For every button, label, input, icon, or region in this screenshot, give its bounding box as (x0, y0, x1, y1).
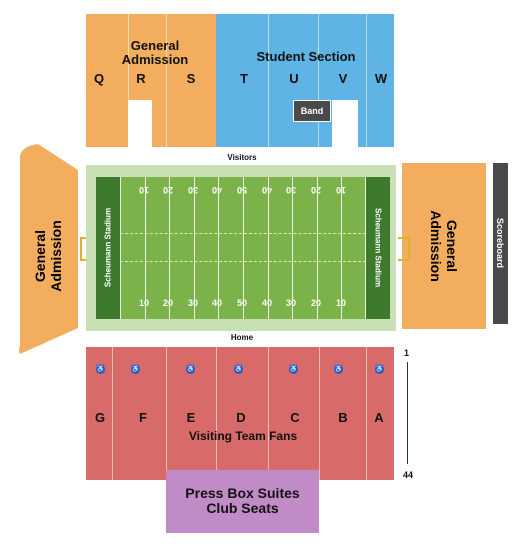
wheelchair-icon: ♿ (96, 365, 105, 374)
wheelchair-icon: ♿ (289, 365, 298, 374)
yard-number-top: 30 (188, 185, 199, 195)
yard-number-bottom: 10 (336, 298, 347, 308)
field-grass (120, 177, 366, 319)
yard-number-bottom: 50 (237, 298, 248, 308)
yard-number-top: 30 (286, 185, 297, 195)
section-f-label[interactable]: F (139, 410, 147, 425)
section-e-label[interactable]: E (186, 410, 196, 425)
yard-number-top: 10 (139, 185, 150, 195)
student-section-label: Student Section (256, 49, 356, 64)
section-v-label[interactable]: V (338, 71, 348, 86)
band-label: Band (300, 106, 324, 116)
student-section[interactable] (216, 14, 394, 147)
section-t-label[interactable]: T (240, 71, 248, 86)
section-g-label[interactable]: G (94, 410, 106, 425)
scoreboard (493, 163, 508, 324)
section-a-label[interactable]: A (374, 410, 384, 425)
press-box-suites[interactable] (166, 470, 319, 533)
general-admission-west-label: General Admission (32, 220, 64, 292)
yard-number-bottom: 20 (311, 298, 322, 308)
wheelchair-icon: ♿ (375, 365, 384, 374)
yard-number-bottom: 20 (163, 298, 174, 308)
yard-number-top: 50 (237, 185, 248, 195)
row-first-label: 1 (404, 348, 410, 358)
yard-number-top: 40 (262, 185, 273, 195)
visiting-team-fans-label: Visiting Team Fans (188, 429, 298, 443)
general-admission-east[interactable] (402, 163, 486, 329)
section-s-label[interactable]: S (186, 71, 196, 86)
yard-number-top: 20 (163, 185, 174, 195)
visitors-label: Visitors (227, 153, 257, 162)
general-admission-north-label: General Admission (121, 38, 189, 68)
yard-number-bottom: 30 (286, 298, 297, 308)
general-admission-east-label: General Admission (428, 210, 460, 282)
endzone-right-label: Scheumann Stadium (373, 207, 383, 288)
home-label: Home (230, 333, 254, 342)
band-box[interactable]: Band (293, 100, 331, 122)
section-b-label[interactable]: B (338, 410, 348, 425)
wheelchair-icon: ♿ (131, 365, 140, 374)
scoreboard-label: Scoreboard (495, 217, 505, 268)
section-d-label[interactable]: D (236, 410, 246, 425)
yard-number-bottom: 30 (188, 298, 199, 308)
yard-number-top: 20 (311, 185, 322, 195)
endzone-right (366, 177, 390, 319)
yard-number-bottom: 40 (212, 298, 223, 308)
row-last-label: 44 (403, 470, 414, 480)
endzone-left (96, 177, 120, 319)
section-w-label[interactable]: W (374, 71, 388, 86)
press-box-suites-label: Press Box Suites Club Seats (185, 485, 300, 517)
tunnel-gap-north-right (332, 100, 358, 147)
yard-number-top: 40 (212, 185, 223, 195)
section-c-label[interactable]: C (290, 410, 300, 425)
wheelchair-icon: ♿ (234, 365, 243, 374)
section-r-label[interactable]: R (136, 71, 146, 86)
row-indicator-line (407, 362, 408, 464)
yard-number-bottom: 40 (262, 298, 273, 308)
tunnel-gap-north-left (128, 100, 152, 147)
section-q-label[interactable]: Q (93, 71, 105, 86)
playing-field (96, 177, 390, 319)
yard-number-top: 10 (336, 185, 347, 195)
goalpost-east (398, 237, 410, 261)
endzone-left-label: Scheumann Stadium (103, 207, 113, 288)
yard-number-bottom: 10 (139, 298, 150, 308)
wheelchair-icon: ♿ (334, 365, 343, 374)
general-admission-west[interactable] (18, 142, 80, 356)
wheelchair-icon: ♿ (186, 365, 195, 374)
section-u-label[interactable]: U (289, 71, 299, 86)
